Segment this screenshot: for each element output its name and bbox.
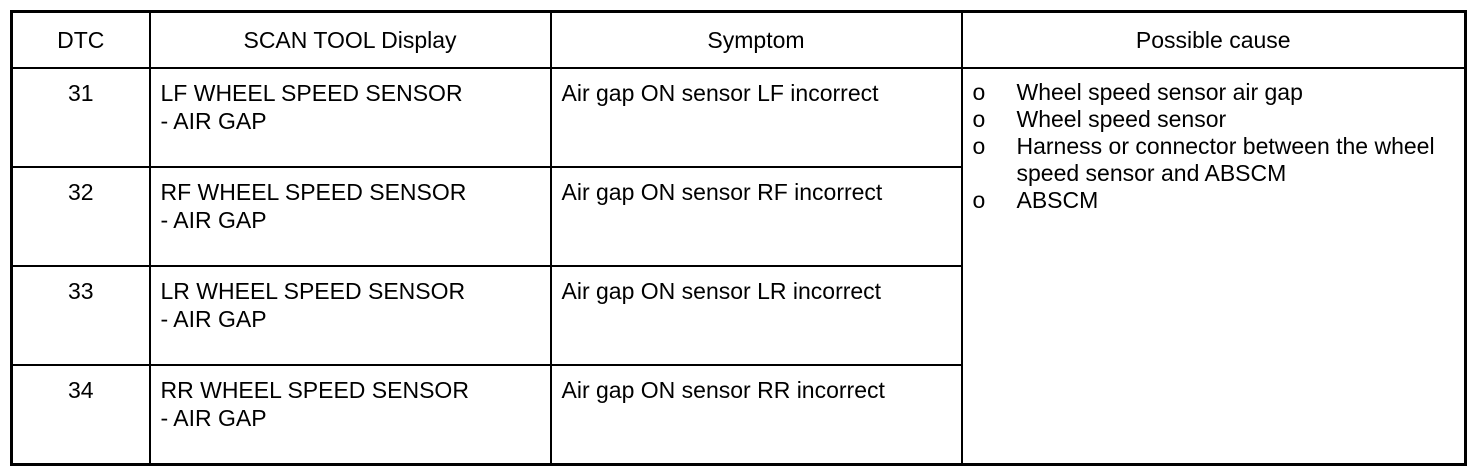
display-line: - AIR GAP [160,206,267,233]
dtc-code: 34 [10,363,151,466]
scan-tool-display: LR WHEEL SPEED SENSOR - AIR GAP [148,264,552,366]
table-row: 31 LF WHEEL SPEED SENSOR - AIR GAP Air g… [10,67,1467,466]
table-row: 34 RR WHEEL SPEED SENSOR - AIR GAP Air g… [10,363,1466,466]
symptom: Air gap ON sensor LR incorrect [549,264,963,366]
header-symptom: Symptom [549,10,963,69]
display-line: - AIR GAP [160,108,267,134]
display-line: RR WHEEL SPEED SENSOR [160,376,469,403]
bullet-glyph: o [972,133,986,159]
cause-text: Wheel speed sensor air gap [1016,79,1303,105]
header-dtc: DTC [10,10,151,69]
symptom: Air gap ON sensor RR incorrect [549,363,963,466]
bullet-glyph: o [972,79,986,105]
dtc-code: 33 [10,264,151,366]
header-possible-cause: Possible cause [960,10,1467,69]
cause-text: Harness or connector between the wheel s… [1016,133,1435,186]
display-line: - AIR GAP [160,305,267,332]
symptom: Air gap ON sensor LF incorrect [549,67,963,168]
cause-text: Wheel speed sensor [1016,106,1227,132]
bullet-glyph: o [972,187,986,213]
bullet-glyph: o [972,106,986,132]
list-item: o Wheel speed sensor [973,106,1455,133]
dtc-code: 31 [10,67,151,168]
list-item: o Harness or connector between the wheel… [973,133,1455,187]
table-row: 32 RF WHEEL SPEED SENSOR - AIR GAP Air g… [10,165,1466,267]
possible-cause-list: o Wheel speed sensor air gap o Wheel spe… [973,79,1455,214]
symptom: Air gap ON sensor RF incorrect [549,165,963,267]
scan-tool-display: LF WHEEL SPEED SENSOR - AIR GAP [148,67,552,168]
display-line: LF WHEEL SPEED SENSOR [160,80,463,106]
scan-tool-display: RR WHEEL SPEED SENSOR - AIR GAP [148,363,552,466]
dtc-code: 32 [10,165,151,267]
display-line: LR WHEEL SPEED SENSOR [160,277,466,304]
header-scan-tool-display: SCAN TOOL Display [148,10,552,69]
header-row: DTC SCAN TOOL Display Symptom Possible c… [10,10,1467,69]
possible-cause-cell: o Wheel speed sensor air gap o Wheel spe… [960,67,1467,466]
table-row: 33 LR WHEEL SPEED SENSOR - AIR GAP Air g… [10,264,1466,366]
dtc-table: DTC SCAN TOOL Display Symptom Possible c… [10,10,1467,466]
display-line: RF WHEEL SPEED SENSOR [160,178,467,205]
list-item: o ABSCM [973,187,1455,214]
scan-tool-display: RF WHEEL SPEED SENSOR - AIR GAP [148,165,552,267]
list-item: o Wheel speed sensor air gap [973,79,1455,106]
display-line: - AIR GAP [160,404,267,431]
cause-text: ABSCM [1016,187,1099,213]
